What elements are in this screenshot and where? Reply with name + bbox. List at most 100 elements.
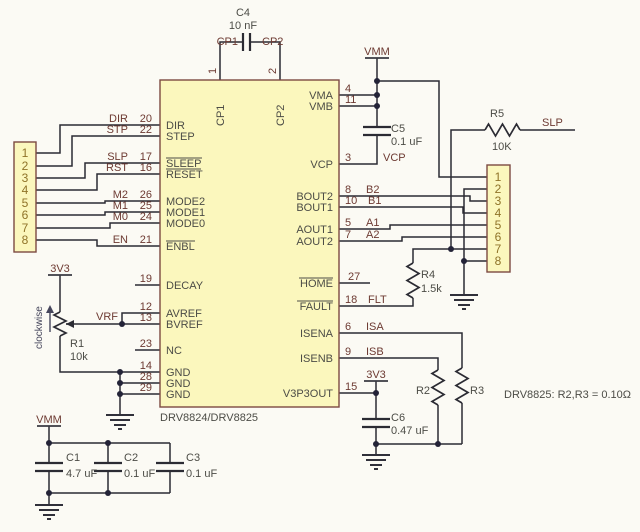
ic-pin-bout2: BOUT2 <box>296 191 333 203</box>
c4-ref: C4 <box>236 7 250 19</box>
ic-pin-cp2: CP2 <box>275 105 287 126</box>
right-header-body <box>486 164 511 273</box>
right-header-pin-4: 4 <box>495 206 502 220</box>
pinnum-16: 16 <box>140 162 152 174</box>
ic-drv8824: DRV8824/DRV8825 CP1 CP2 DIR STEP SLEEP R… <box>159 79 340 424</box>
ic-pin-aout1: AOUT1 <box>296 224 333 236</box>
r5-resistor-icon <box>484 122 521 138</box>
pinnum-14: 14 <box>140 360 152 372</box>
wire-cp2 <box>250 41 281 80</box>
pin-numbers-right: 4 11 3 8 10 5 7 27 18 6 9 15 <box>345 83 360 393</box>
ic-pin-nc: NC <box>166 345 182 357</box>
left-header-pin-3: 3 <box>22 171 29 185</box>
ic-pin-gnd29: GND <box>166 389 191 401</box>
v3-right-flag: 3V3 <box>366 369 386 381</box>
netlabel-m1: M1 <box>113 200 128 212</box>
right-header-pin-1: 1 <box>495 170 502 184</box>
ic-pin-vmb: VMB <box>309 101 333 113</box>
ic-pin-fault: FAULT <box>300 301 334 313</box>
netlabel-vrf: VRF <box>96 311 118 323</box>
wire-c5-bot <box>339 135 378 165</box>
pinnum-18: 18 <box>345 294 357 306</box>
netlabel-flt: FLT <box>368 294 387 306</box>
pinnum-13: 13 <box>140 312 152 324</box>
wires <box>36 41 575 505</box>
wire-hdr-gnd <box>463 188 487 295</box>
pinnum-21: 21 <box>140 234 152 246</box>
pinnum-15: 15 <box>345 381 357 393</box>
netlabel-rst: RST <box>106 162 128 174</box>
ic-pin-vcp: VCP <box>310 159 333 171</box>
pinnum-8: 8 <box>345 184 351 196</box>
ic-pin-gnd28: GND <box>166 378 191 390</box>
clockwise-annotation: clockwise <box>34 306 45 349</box>
net-labels-right: VCP B2 B1 A1 A2 FLT ISA ISB SLP <box>366 117 563 358</box>
wire-b2 <box>339 195 487 202</box>
v3-left-flag: 3V3 <box>50 263 70 275</box>
netlabel-slp-out: SLP <box>542 117 563 129</box>
wire-isb <box>339 357 439 370</box>
ic-pin-avref: AVREF <box>166 308 202 320</box>
ic-refdes: DRV8824/DRV8825 <box>160 412 258 424</box>
clockwise-arrowhead <box>46 305 54 313</box>
ground-icon <box>35 504 63 520</box>
c6-ref: C6 <box>391 412 405 424</box>
left-header-pin-1: 1 <box>22 146 29 160</box>
c2-capacitor-icon <box>94 461 122 473</box>
r1-wiper-arrow <box>66 320 74 328</box>
c2-value: 0.1 uF <box>124 468 155 480</box>
ic-pin-home: HOME <box>300 278 333 290</box>
wire-m0 <box>36 222 160 229</box>
ic-pin-reset: RESET <box>166 169 203 181</box>
pinnum-23: 23 <box>140 338 152 350</box>
pinnum-24: 24 <box>140 211 152 223</box>
wire-dir <box>36 124 160 154</box>
wire-vrf-branch <box>121 312 160 324</box>
ic-pin-mode1: MODE1 <box>166 207 205 219</box>
r5-value: 10K <box>492 141 512 153</box>
pinnum-9: 9 <box>345 346 351 358</box>
c2-ref: C2 <box>124 452 138 464</box>
pinnum-22: 22 <box>140 124 152 136</box>
note-drv8825-sense: DRV8825: R2,R3 = 0.10Ω <box>504 389 631 401</box>
c1-ref: C1 <box>66 452 80 464</box>
component-bodies <box>35 33 521 473</box>
netlabel-isb: ISB <box>366 346 384 358</box>
left-header-body <box>13 141 37 253</box>
ic-pin-gnd14: GND <box>166 367 191 379</box>
wire-m1 <box>36 211 160 216</box>
wire-a2 <box>339 236 487 242</box>
wire-slp <box>36 162 160 179</box>
c4-capacitor-icon <box>241 33 252 51</box>
ic-pin-sleep: SLEEP <box>166 158 201 170</box>
pinnum-17: 17 <box>140 151 152 163</box>
right-header: 1 2 3 4 5 6 7 8 <box>486 164 511 273</box>
ic-pin-mode2: MODE2 <box>166 196 205 208</box>
c5-ref: C5 <box>391 123 405 135</box>
ic-pin-mode0: MODE0 <box>166 218 205 230</box>
left-header-pin-4: 4 <box>22 183 29 197</box>
ic-pin-bout1: BOUT1 <box>296 202 333 214</box>
right-header-pin-7: 7 <box>495 242 502 256</box>
net-labels-left: DIR STP SLP RST M2 M1 M0 EN VRF <box>96 113 128 323</box>
ic-pin-v3p3out: V3P3OUT <box>283 388 333 400</box>
left-header-pin-2: 2 <box>22 159 29 173</box>
wire-r5-left <box>450 129 485 249</box>
r2-resistor-icon <box>430 369 446 406</box>
right-header-pin-2: 2 <box>495 182 502 196</box>
left-header-pin-6: 6 <box>22 208 29 222</box>
ic-pin-step: STEP <box>166 131 195 143</box>
netlabel-cp2: CP2 <box>262 36 283 48</box>
right-header-pin-8: 8 <box>495 254 502 268</box>
wire-r4-top <box>412 248 487 263</box>
r1-value: 10k <box>70 351 88 363</box>
r4-value: 1.5k <box>421 283 442 295</box>
ic-body <box>159 79 340 408</box>
netlabel-a1: A1 <box>366 217 379 229</box>
pinnum-4: 4 <box>345 83 351 95</box>
c6-value: 0.47 uF <box>391 425 429 437</box>
wire-stp <box>36 135 160 167</box>
netlabel-vcp: VCP <box>383 152 406 164</box>
wire-vmm-branch <box>377 80 487 178</box>
ground-symbols <box>35 294 478 520</box>
